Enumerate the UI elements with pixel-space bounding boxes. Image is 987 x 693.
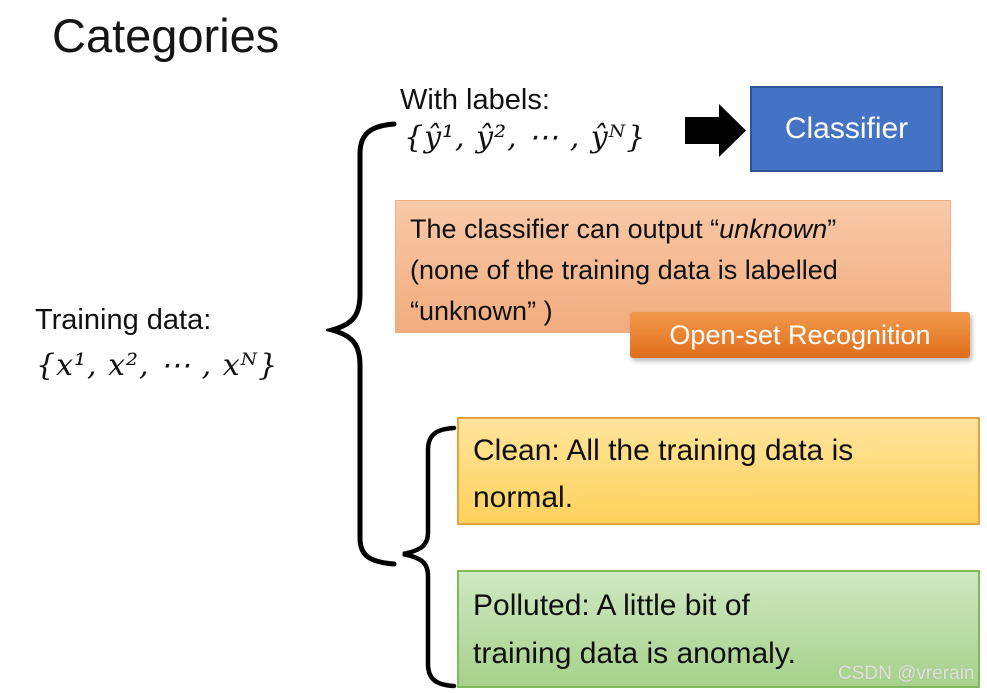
- callout-line-2: (none of the training data is labelled: [410, 255, 838, 285]
- callout-line1-suffix: ”: [827, 214, 837, 244]
- callout-line-3: “unknown” ): [410, 296, 553, 326]
- right-arrow-icon: [685, 104, 746, 157]
- open-set-recognition-badge: Open-set Recognition: [630, 312, 970, 358]
- polluted-line-1: Polluted: A little bit of: [473, 589, 750, 622]
- training-data-formula: {x¹, x², ⋯ , xᴺ}: [36, 348, 279, 383]
- callout-line-1: The classifier can output “unknown”: [410, 209, 938, 250]
- callout-line1-prefix: The classifier can output “: [410, 214, 720, 244]
- clean-line-2: normal.: [473, 481, 574, 514]
- clean-line-1: Clean: All the training data is: [473, 434, 854, 467]
- page-title: Categories: [52, 9, 280, 62]
- classifier-label: Classifier: [784, 112, 909, 145]
- curly-brace-secondary: [402, 425, 457, 689]
- training-data-label: Training data:: [35, 304, 212, 336]
- polluted-line-2: training data is anomaly.: [473, 637, 796, 670]
- classifier-box: Classifier: [750, 86, 943, 172]
- curly-brace-main: [326, 121, 397, 567]
- callout-line1-italic: unknown: [719, 214, 828, 244]
- open-set-recognition-label: Open-set Recognition: [669, 319, 931, 350]
- polluted-data-box: Polluted: A little bit of training data …: [457, 570, 980, 688]
- clean-data-box: Clean: All the training data is normal.: [457, 417, 980, 525]
- with-labels-formula: {ŷ¹, ŷ², ⋯ , ŷᴺ}: [404, 120, 647, 155]
- with-labels-label: With labels:: [400, 84, 550, 116]
- watermark: CSDN @vrerain: [838, 663, 975, 684]
- open-set-callout-box: The classifier can output “unknown” (non…: [395, 200, 951, 333]
